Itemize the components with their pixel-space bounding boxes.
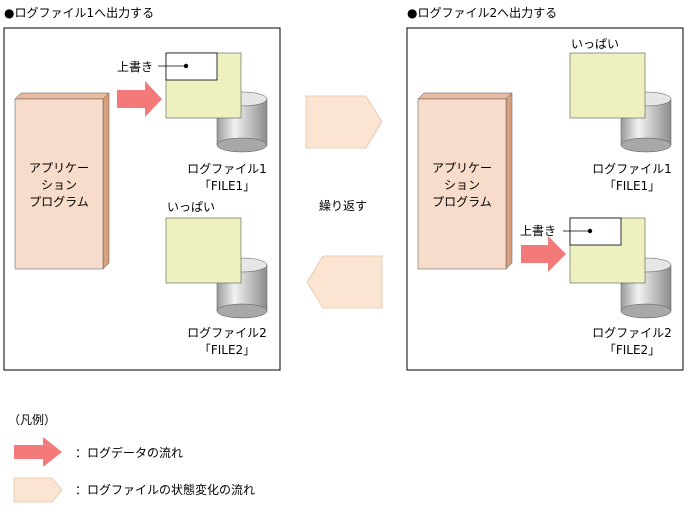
right-data-arrow — [521, 236, 566, 272]
right-overwrite-region — [569, 217, 622, 246]
left-overwrite-label: 上書き — [117, 60, 153, 74]
legend-state-flow-label: ：ログファイルの状態変化の流れ — [75, 482, 255, 497]
left-panel-title: ●ログファイル1へ出力する — [4, 6, 154, 20]
left-overwrite-region — [165, 52, 218, 81]
legend-data-arrow — [14, 437, 62, 467]
legend-state-arrow — [13, 477, 63, 503]
right-application-box — [417, 92, 513, 270]
left-file2-caption: ログファイル2 — [187, 326, 267, 340]
right-panel-frame — [406, 27, 684, 371]
left-file1-name: 「FILE1」 — [199, 179, 255, 193]
state-arrow-left — [306, 255, 383, 309]
left-file1-caption: ログファイル1 — [187, 162, 267, 176]
left-application-box — [14, 92, 110, 270]
legend-data-flow-label: ：ログデータの流れ — [75, 445, 183, 460]
right-file2-caption: ログファイル2 — [592, 326, 672, 340]
right-file1-document — [569, 52, 646, 119]
left-panel-frame — [3, 27, 281, 371]
left-data-arrow — [117, 81, 162, 117]
right-full-label: いっぱい — [571, 37, 619, 51]
right-app-label-line2: ション — [444, 178, 480, 192]
left-file2-name: 「FILE2」 — [199, 343, 255, 357]
right-app-label-line3: プログラム — [432, 195, 492, 209]
right-app-label-line1: アプリケー — [432, 161, 492, 175]
left-app-label-line3: プログラム — [29, 195, 89, 209]
legend-title: （凡例） — [8, 413, 56, 427]
right-file2-name: 「FILE2」 — [604, 343, 660, 357]
left-full-label: いっぱい — [167, 200, 215, 214]
state-arrow-right — [305, 95, 383, 149]
right-file1-caption: ログファイル1 — [592, 162, 672, 176]
left-app-label-line2: ション — [41, 178, 77, 192]
right-file1-name: 「FILE1」 — [604, 179, 660, 193]
left-file2-document — [165, 217, 242, 284]
right-overwrite-label: 上書き — [520, 224, 556, 238]
repeat-label: 繰り返す — [319, 199, 367, 213]
right-panel-title: ●ログファイル2へ出力する — [407, 6, 557, 20]
left-app-label-line1: アプリケー — [29, 161, 89, 175]
